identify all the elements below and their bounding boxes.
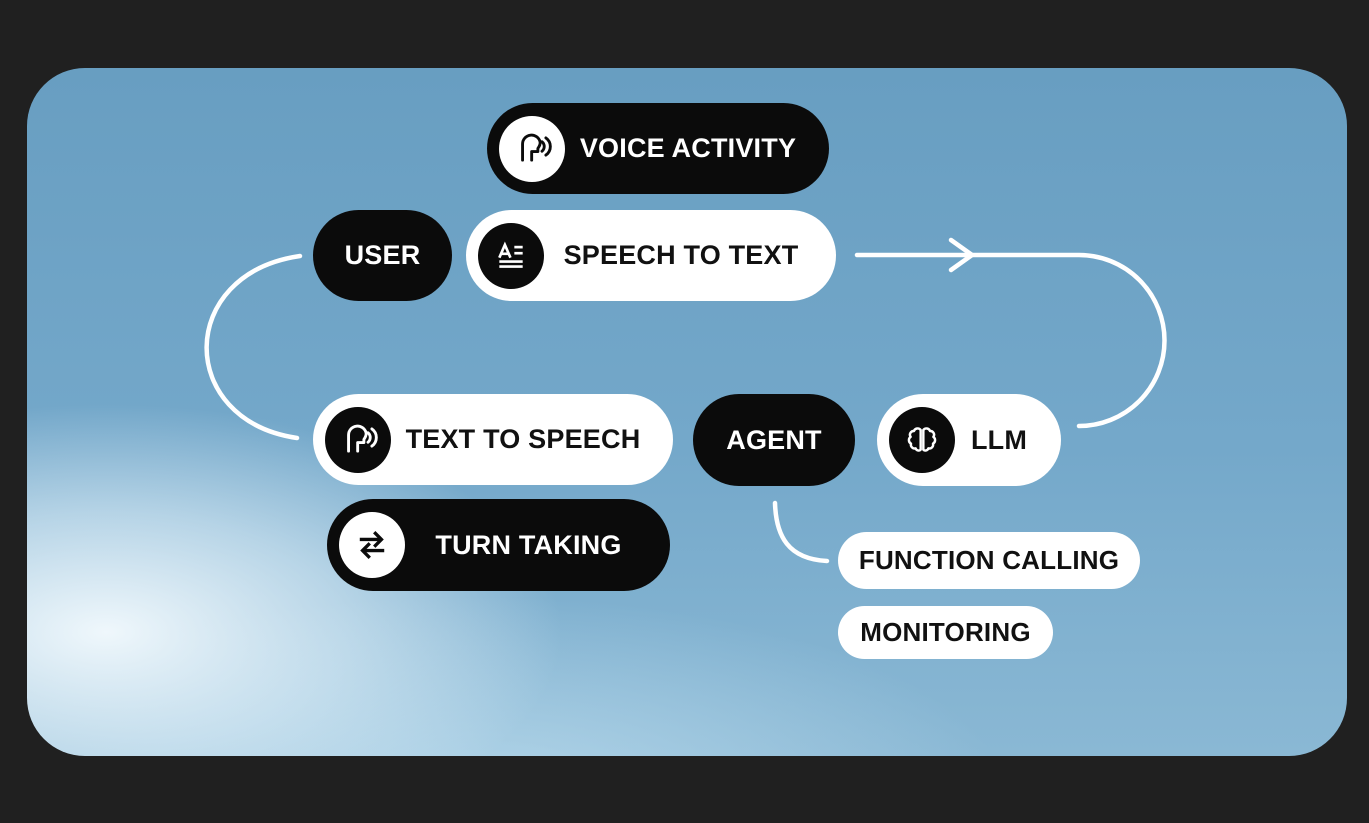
node-voice-activity: VOICE ACTIVITY [487, 103, 829, 194]
node-user: USER [313, 210, 452, 301]
node-monitoring: MONITORING [838, 606, 1053, 659]
node-label: VOICE ACTIVITY [579, 133, 797, 163]
node-speech-to-text: SPEECH TO TEXT [466, 210, 836, 301]
node-label: MONITORING [860, 617, 1031, 647]
node-llm: LLM [877, 394, 1061, 486]
voice-icon [325, 406, 391, 473]
node-label: LLM [970, 424, 1028, 455]
node-text-to-speech: TEXT TO SPEECH [313, 394, 673, 485]
text-lines-icon [478, 222, 544, 289]
swap-arrows-icon [339, 512, 405, 578]
voice-icon [499, 115, 565, 182]
node-label: TURN TAKING [435, 529, 622, 560]
brain-icon [889, 407, 955, 473]
node-label: FUNCTION CALLING [858, 545, 1120, 575]
node-label: USER [344, 240, 421, 270]
node-agent: AGENT [693, 394, 855, 486]
node-label: TEXT TO SPEECH [405, 424, 641, 454]
node-label: AGENT [726, 424, 822, 455]
node-turn-taking: TURN TAKING [327, 499, 670, 591]
node-function-calling: FUNCTION CALLING [838, 532, 1140, 589]
node-label: SPEECH TO TEXT [563, 240, 799, 270]
